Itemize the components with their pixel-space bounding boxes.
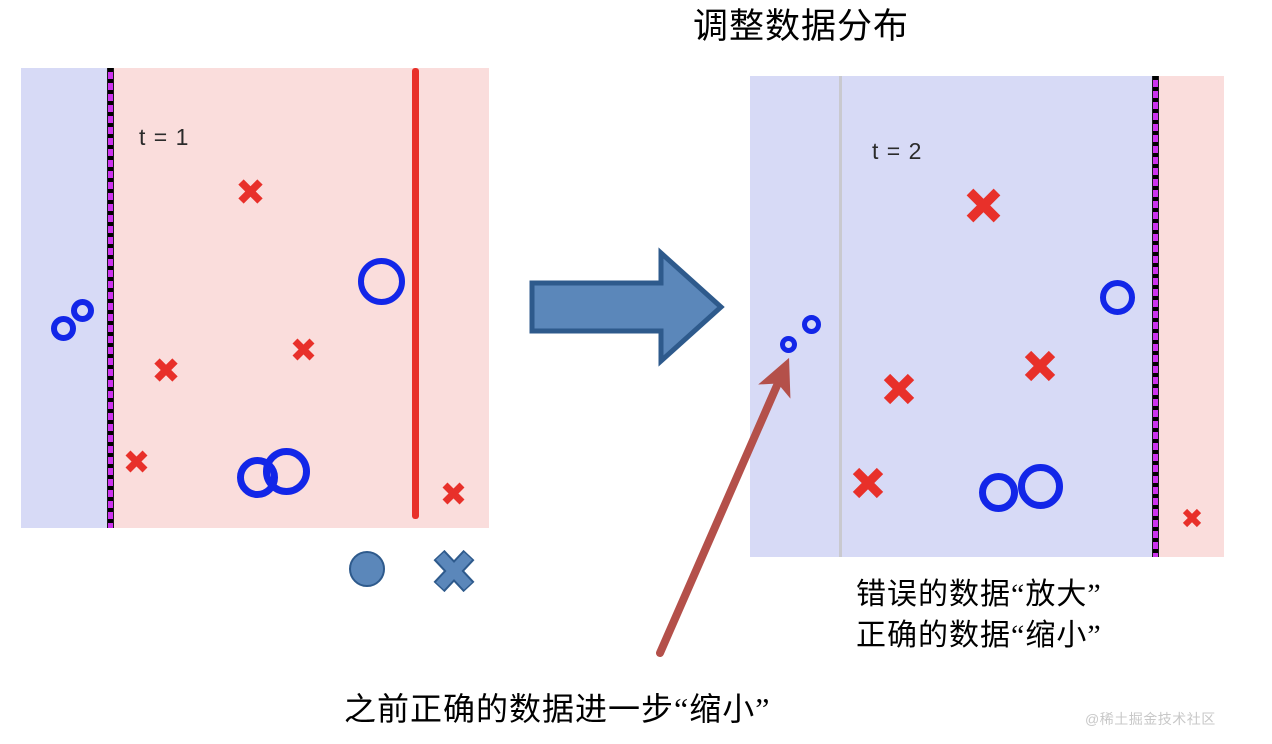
- legend-cross-icon: [432, 549, 476, 597]
- panel-divider-line-t2: [839, 76, 842, 557]
- data-point-circle: [1100, 280, 1135, 315]
- data-point-circle: [358, 258, 405, 305]
- decision-boundary-t2: [1152, 76, 1159, 557]
- caption-right: 错误的数据“放大” 正确的数据“缩小”: [856, 574, 1102, 656]
- chart-panel-t1: t = 1: [21, 68, 489, 528]
- data-point-cross: [152, 356, 180, 384]
- data-point-cross: [850, 465, 886, 501]
- data-point-circle: [1018, 464, 1063, 509]
- data-point-circle: [51, 316, 76, 341]
- region-pink-t2: [1155, 76, 1224, 557]
- watermark: @稀土掘金技术社区: [1085, 711, 1216, 727]
- data-point-cross: [881, 371, 917, 407]
- data-point-circle: [802, 315, 821, 334]
- t2-label: t = 2: [872, 138, 923, 164]
- page-title: 调整数据分布: [692, 7, 909, 46]
- data-point-circle: [780, 336, 797, 353]
- data-point-cross: [123, 448, 150, 475]
- region-blue-t1: [21, 68, 111, 528]
- data-point-cross: [964, 186, 1003, 225]
- data-point-cross: [236, 177, 265, 206]
- data-point-cross: [1181, 507, 1203, 529]
- weak-classifier-line-t1: [412, 68, 419, 519]
- data-point-circle: [979, 473, 1018, 512]
- data-point-cross: [440, 480, 467, 507]
- transition-arrow-icon: [528, 247, 728, 367]
- caption-right-line1: 错误的数据“放大”: [856, 578, 1102, 611]
- data-point-cross: [1022, 348, 1058, 384]
- t1-label: t = 1: [139, 124, 190, 150]
- caption-bottom: 之前正确的数据进一步“缩小”: [344, 691, 771, 727]
- data-point-cross: [290, 336, 317, 363]
- legend: [340, 547, 490, 593]
- caption-right-line2: 正确的数据“缩小”: [856, 619, 1102, 652]
- decision-boundary-t1: [107, 68, 114, 528]
- legend-filled-circle-icon: [349, 551, 385, 587]
- callout-arrow-icon: [630, 350, 830, 670]
- data-point-circle: [263, 448, 310, 495]
- chart-panel-t2: t = 2: [750, 76, 1224, 557]
- data-point-circle: [71, 299, 94, 322]
